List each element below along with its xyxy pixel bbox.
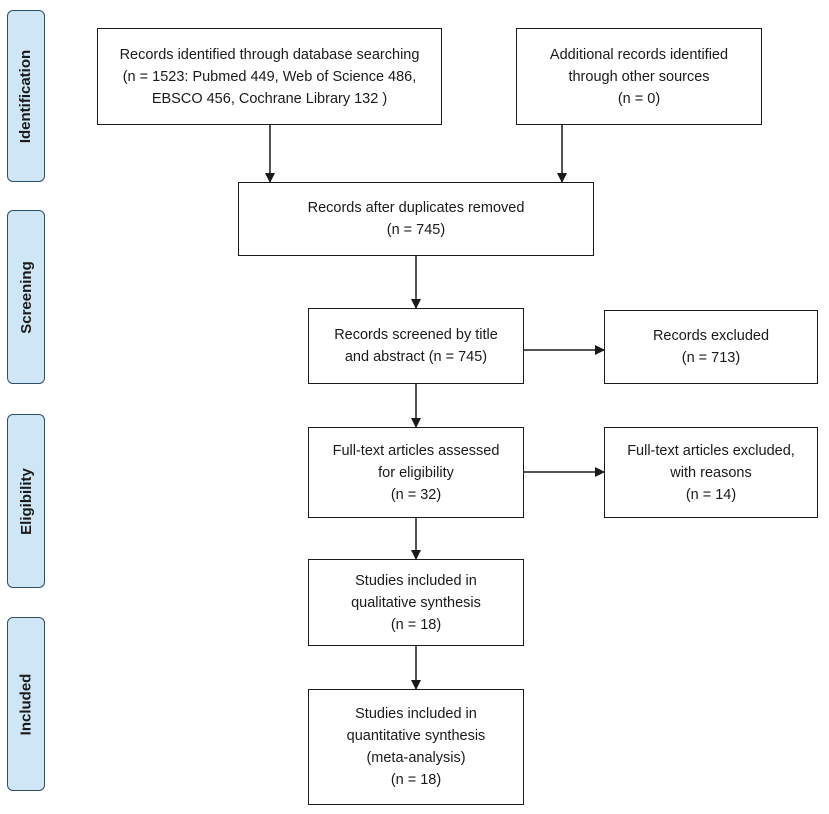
box-line: (n = 0) xyxy=(617,90,661,107)
box-line: (n = 32) xyxy=(390,486,442,503)
box-line: Studies included in xyxy=(355,572,477,589)
box-line: (n = 18) xyxy=(390,772,442,788)
box-line: quantitative synthesis xyxy=(346,728,486,744)
box-line: Studies included in xyxy=(355,706,477,722)
box-line: EBSCO 456, Cochrane Library 132 ) xyxy=(151,90,388,107)
box-line: (n = 745) xyxy=(386,222,446,238)
box-database-search: Records identified through database sear… xyxy=(97,28,442,125)
box-line: through other sources xyxy=(568,68,710,85)
phase-screening: Screening xyxy=(7,210,45,384)
box-line: Full-text articles excluded, xyxy=(627,442,795,459)
box-line: (n = 14) xyxy=(685,486,737,503)
box-line: (n = 18) xyxy=(390,616,442,633)
box-other-sources: Additional records identified through ot… xyxy=(516,28,762,125)
box-quantitative-synthesis: Studies included in quantitative synthes… xyxy=(308,689,524,805)
box-records-screened: Records screened by title and abstract (… xyxy=(308,308,524,384)
box-line: Full-text articles assessed xyxy=(332,442,500,459)
box-line: Records screened by title xyxy=(334,327,498,343)
box-records-excluded: Records excluded (n = 713) xyxy=(604,310,818,384)
box-line: Records identified through database sear… xyxy=(119,46,420,63)
box-line: with reasons xyxy=(670,464,752,481)
box-fulltext-excluded: Full-text articles excluded, with reason… xyxy=(604,427,818,518)
box-line: Records after duplicates removed xyxy=(307,200,525,216)
box-fulltext-assessed: Full-text articles assessed for eligibil… xyxy=(308,427,524,518)
box-line: (n = 1523: Pubmed 449, Web of Science 48… xyxy=(122,68,417,85)
box-line: Additional records identified xyxy=(549,46,729,63)
phase-identification: Identification xyxy=(7,10,45,182)
box-qualitative-synthesis: Studies included in qualitative synthesi… xyxy=(308,559,524,646)
phase-included: Included xyxy=(7,617,45,791)
box-line: Records excluded xyxy=(652,328,770,344)
phase-eligibility: Eligibility xyxy=(7,414,45,588)
box-line: for eligibility xyxy=(378,464,454,481)
box-line: (meta-analysis) xyxy=(366,750,466,766)
box-line: and abstract (n = 745) xyxy=(344,349,488,365)
box-duplicates-removed: Records after duplicates removed (n = 74… xyxy=(238,182,594,256)
box-line: (n = 713) xyxy=(681,350,741,366)
box-line: qualitative synthesis xyxy=(351,594,481,611)
